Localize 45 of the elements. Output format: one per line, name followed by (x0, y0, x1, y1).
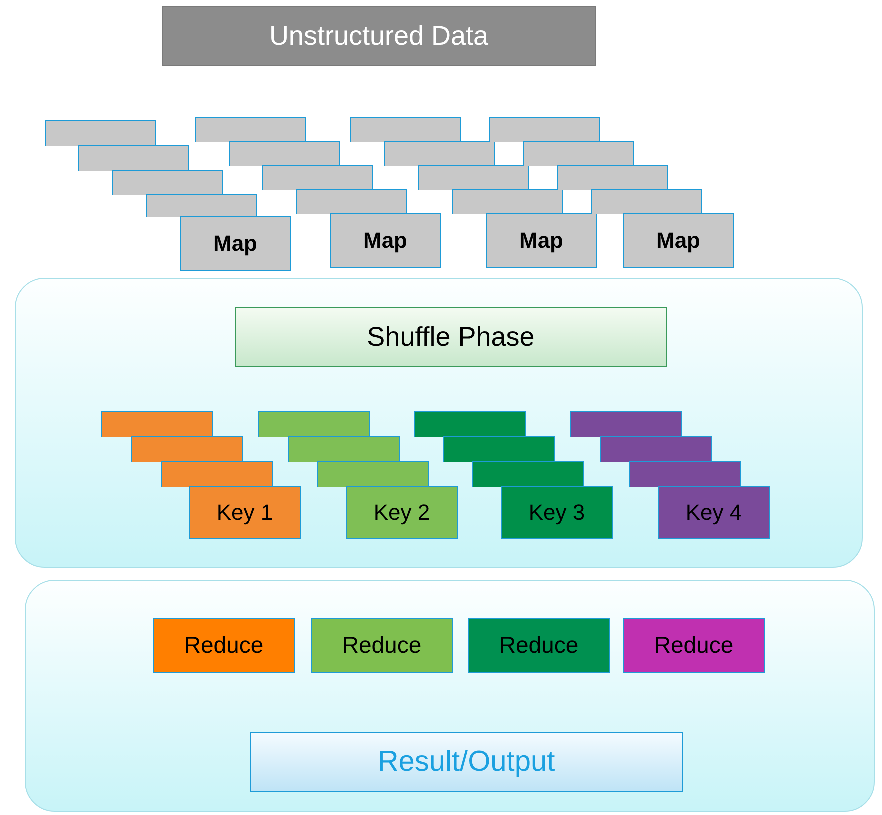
map-card (45, 120, 156, 146)
key-card: Key 4 (658, 486, 770, 539)
reduce-box: Reduce (623, 618, 765, 673)
stage-panel (25, 580, 875, 812)
map-card: Map (180, 216, 291, 271)
key-card (414, 411, 526, 437)
map-card (112, 170, 223, 195)
key-card: Key 1 (189, 486, 301, 539)
map-card (489, 117, 600, 142)
map-card (523, 141, 634, 166)
stage-panel (15, 278, 863, 568)
key-card (258, 411, 370, 437)
key-card (161, 461, 273, 487)
map-card: Map (623, 213, 734, 268)
map-card (296, 189, 407, 214)
reduce-box: Reduce (468, 618, 610, 673)
map-card (229, 141, 340, 166)
map-card (146, 194, 257, 217)
map-card (195, 117, 306, 142)
key-card (600, 436, 712, 462)
key-card (629, 461, 741, 487)
map-card: Map (330, 213, 441, 268)
result-box: Result/Output (250, 732, 683, 792)
phase-box: Shuffle Phase (235, 307, 667, 367)
reduce-box: Reduce (311, 618, 453, 673)
map-card (591, 189, 702, 214)
title-banner: Unstructured Data (162, 6, 596, 66)
key-card (288, 436, 400, 462)
key-card (570, 411, 682, 437)
map-card (384, 141, 495, 166)
map-card (350, 117, 461, 142)
map-card (452, 189, 563, 214)
key-card: Key 2 (346, 486, 458, 539)
key-card (443, 436, 555, 462)
key-card (472, 461, 584, 487)
key-card: Key 3 (501, 486, 613, 539)
map-card (262, 165, 373, 190)
key-card (317, 461, 429, 487)
map-card (418, 165, 529, 190)
map-card (557, 165, 668, 190)
reduce-box: Reduce (153, 618, 295, 673)
map-card: Map (486, 213, 597, 268)
key-card (101, 411, 213, 437)
key-card (131, 436, 243, 462)
map-card (78, 145, 189, 171)
